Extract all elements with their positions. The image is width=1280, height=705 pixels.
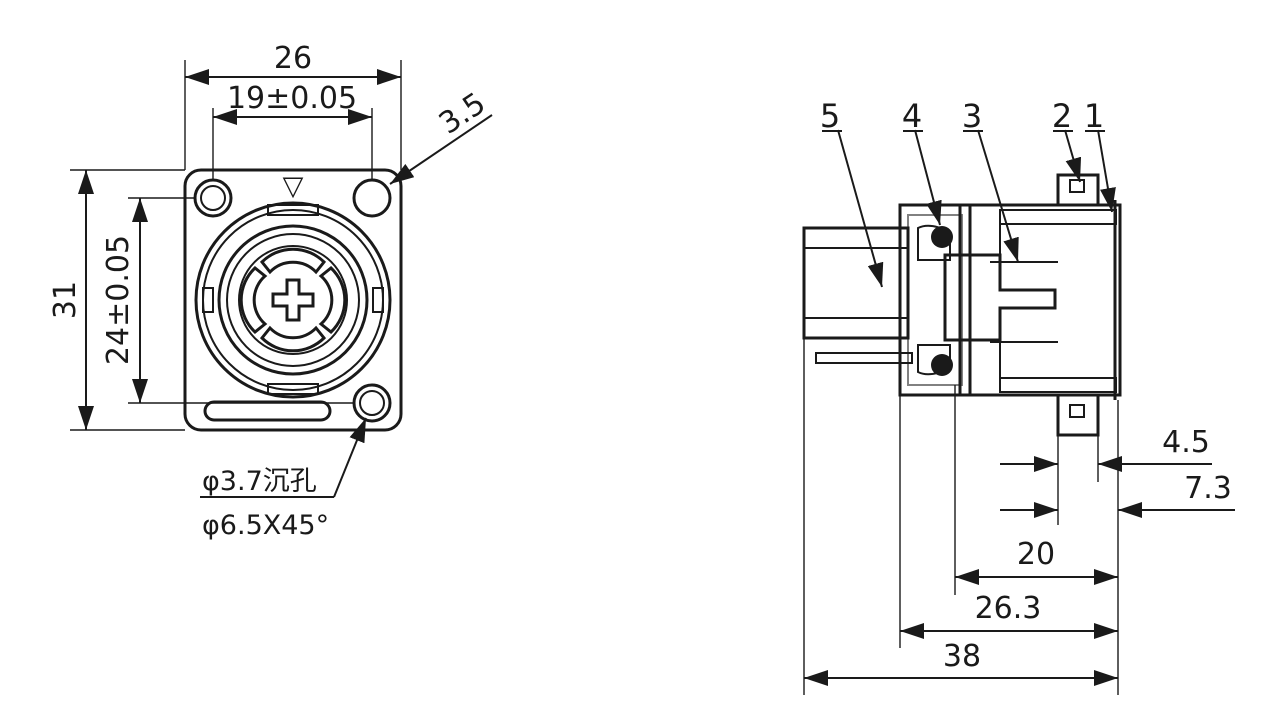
countersink-note-2: φ6.5X45°	[202, 510, 329, 541]
dim-hole-spacing-v: 24±0.05	[101, 235, 136, 365]
side-view: 5 4 3 2 1 4.5 7.3 20 26.3 38	[802, 97, 1235, 695]
contact-segment-bottom	[259, 325, 327, 353]
dim-hole-diameter: 3.5	[433, 86, 492, 142]
mounting-hole-bottom-right	[352, 383, 392, 423]
bottom-slot	[203, 400, 332, 422]
countersink-note-1: φ3.7沉孔	[202, 466, 317, 497]
insulator	[943, 253, 1057, 342]
mounting-hole-top-left	[193, 178, 233, 218]
flange-outline	[183, 168, 403, 432]
callout-2: 2	[1052, 97, 1072, 135]
contact-segment-left	[239, 266, 268, 334]
callout-1: 1	[1084, 97, 1104, 135]
dim-38: 38	[943, 639, 981, 674]
dim-26-3: 26.3	[975, 591, 1042, 626]
mounting-hole-top-right	[352, 178, 392, 218]
main-housing	[958, 203, 1122, 397]
cable-conductor	[815, 352, 913, 364]
dim-20: 20	[1017, 537, 1055, 572]
callout-4: 4	[902, 97, 922, 135]
center-cross-key	[271, 278, 315, 322]
o-ring-bottom	[931, 354, 953, 376]
dim-4-5: 4.5	[1162, 425, 1210, 460]
callout-5: 5	[820, 97, 840, 135]
front-view: ▽ 26 19±0.05 3.5 31	[48, 41, 493, 541]
contact-segment-top	[259, 247, 327, 275]
cable-braid	[803, 227, 909, 339]
contact-segment-right	[318, 266, 347, 334]
connector-outer-ring	[194, 201, 392, 399]
orientation-mark: ▽	[283, 171, 304, 202]
dim-hole-spacing-h: 19±0.05	[227, 81, 357, 116]
dim-7-3: 7.3	[1184, 471, 1232, 506]
dim-height-total: 31	[48, 281, 83, 319]
callout-3: 3	[962, 97, 982, 135]
dim-width-total: 26	[274, 41, 312, 76]
